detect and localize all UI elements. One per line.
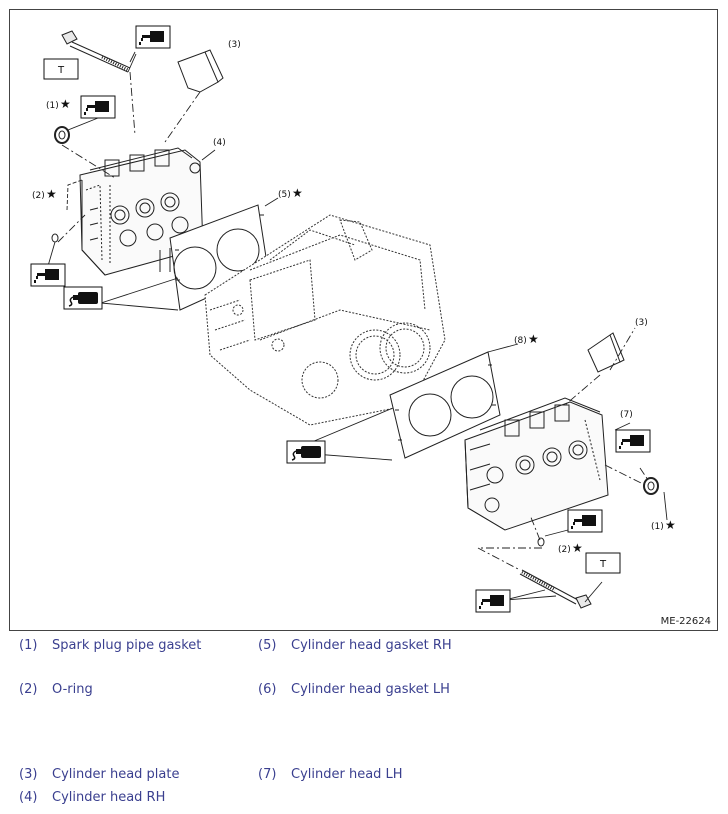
legend-text: Cylinder head gasket RH xyxy=(291,638,452,653)
callout-3-upper: (3) xyxy=(228,40,241,50)
callout-number: (8) xyxy=(514,336,527,346)
callout-4: (4) xyxy=(213,138,226,148)
cylinder-head-plate-rh xyxy=(177,49,224,93)
oil-apply-icon xyxy=(135,25,171,49)
legend-number: (1) xyxy=(19,638,38,653)
callout-number: (1) xyxy=(651,522,664,532)
star-icon: ★ xyxy=(528,332,539,346)
star-icon: ★ xyxy=(665,518,676,532)
callout-number: (2) xyxy=(32,191,45,201)
sealant-apply-icon xyxy=(63,286,103,310)
spark-plug-pipe-gasket-lh xyxy=(643,477,659,495)
star-icon: ★ xyxy=(572,541,583,555)
legend-item: (7) Cylinder head LH xyxy=(258,767,403,782)
callout-8: (8) ★ xyxy=(514,332,539,346)
legend-text: Cylinder head LH xyxy=(291,767,403,782)
callout-2-lower: (2) ★ xyxy=(558,541,583,555)
head-bolt-lower xyxy=(519,569,592,609)
legend-number: (3) xyxy=(19,767,38,782)
star-icon: ★ xyxy=(60,97,71,111)
sealant-apply-icon xyxy=(286,440,326,464)
figure-code: ME-22624 xyxy=(660,616,711,627)
legend-text: O-ring xyxy=(52,682,93,697)
legend-number: (5) xyxy=(258,638,277,653)
callout-3-lower: (3) xyxy=(635,318,648,328)
star-icon: ★ xyxy=(46,187,57,201)
legend-number: (4) xyxy=(19,790,38,805)
o-ring-lh xyxy=(537,537,545,547)
torque-box-lower: T xyxy=(585,552,621,574)
legend-text: Spark plug pipe gasket xyxy=(52,638,202,653)
torque-label: T xyxy=(599,559,607,570)
torque-box-upper: T xyxy=(43,58,79,80)
legend-text: Cylinder head gasket LH xyxy=(291,682,450,697)
callout-2-upper: (2) ★ xyxy=(32,187,57,201)
cylinder-head-plate-lh xyxy=(587,332,625,373)
legend-item: (3) Cylinder head plate xyxy=(19,767,179,782)
callout-7: (7) xyxy=(620,410,633,420)
o-ring-rh xyxy=(51,233,59,243)
oil-apply-icon xyxy=(615,429,651,453)
callout-number: (1) xyxy=(46,101,59,111)
oil-apply-icon xyxy=(80,95,116,119)
oil-apply-icon xyxy=(30,263,66,287)
legend-item: (4) Cylinder head RH xyxy=(19,790,165,805)
callout-number: (5) xyxy=(278,190,291,200)
callout-1-lower: (1) ★ xyxy=(651,518,676,532)
legend-number: (6) xyxy=(258,682,277,697)
spark-plug-pipe-gasket-rh xyxy=(54,126,70,144)
exploded-view-diagram: T T (1) ★ (2) ★ (3) (4) (5) ★ (8) ★ (3) … xyxy=(9,9,718,631)
callout-number: (2) xyxy=(558,545,571,555)
legend-number: (7) xyxy=(258,767,277,782)
legend-text: Cylinder head plate xyxy=(52,767,180,782)
star-icon: ★ xyxy=(292,186,303,200)
head-bolt-upper xyxy=(61,30,131,73)
legend-item: (1) Spark plug pipe gasket xyxy=(19,638,201,653)
legend-item: (5) Cylinder head gasket RH xyxy=(258,638,452,653)
oil-apply-icon xyxy=(567,509,603,533)
cylinder-head-lh xyxy=(464,397,609,531)
leader-lines xyxy=(47,51,668,603)
legend-text: Cylinder head RH xyxy=(52,790,166,805)
callout-1-upper: (1) ★ xyxy=(46,97,71,111)
cylinder-head-gasket-lh xyxy=(389,351,501,459)
diagram-drawing: T T (1) ★ (2) ★ (3) (4) (5) ★ (8) ★ (3) … xyxy=(30,25,676,613)
engine-block xyxy=(204,214,446,426)
torque-label: T xyxy=(57,65,65,76)
oil-apply-icon xyxy=(475,589,511,613)
legend-number: (2) xyxy=(19,682,38,697)
callout-5: (5) ★ xyxy=(278,186,303,200)
legend-item: (2) O-ring xyxy=(19,682,93,697)
legend-item: (6) Cylinder head gasket LH xyxy=(258,682,450,697)
